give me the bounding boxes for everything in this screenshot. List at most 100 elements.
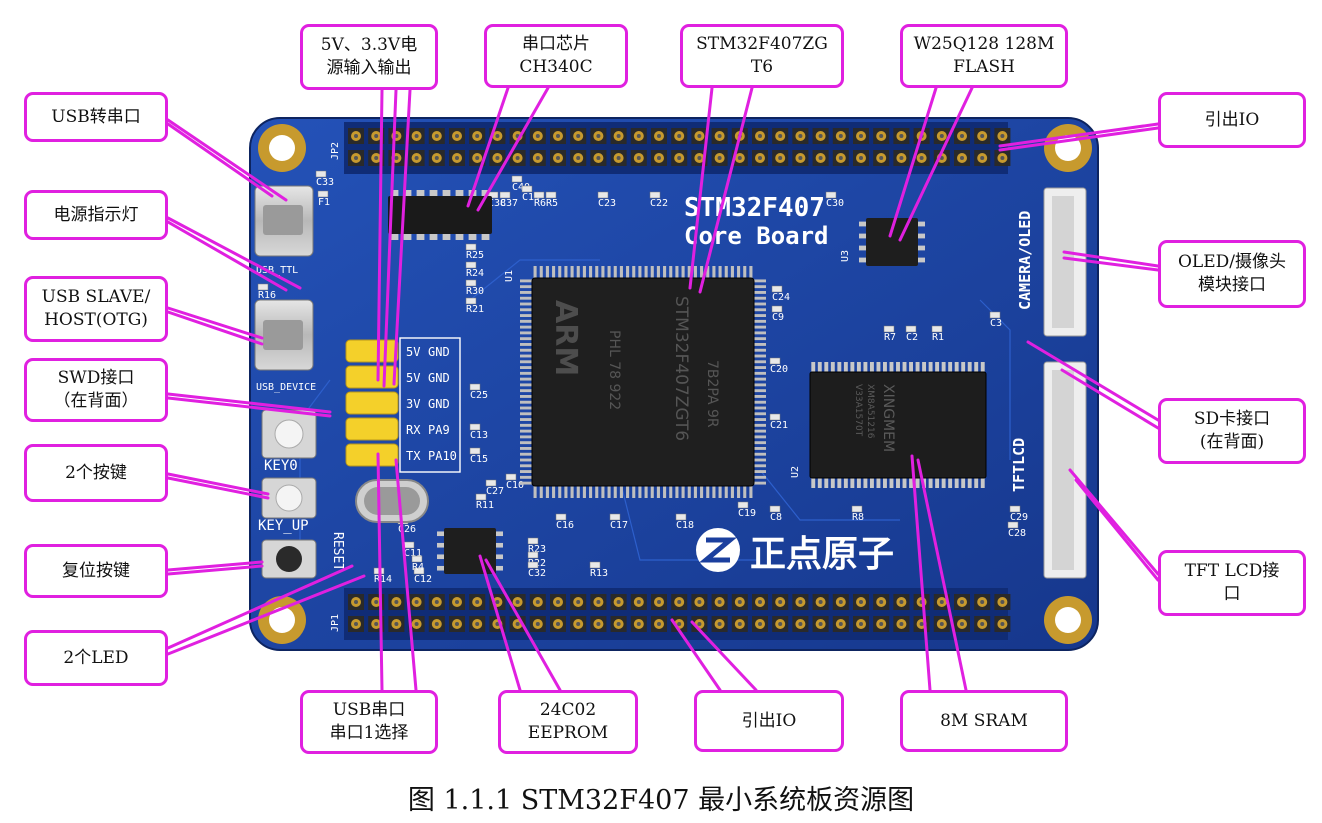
sram-chip: XINGMEM XM8A51216 V33A1570T [809,362,987,488]
board-silkscreen: USB_TTL USB_DEVICE JP2 JP1 U1 U2 U3 [256,142,851,632]
eeprom-chip [437,528,503,574]
callout-mcu: STM32F407ZG T6 [680,24,844,88]
callout-reset-key: 复位按键 [24,544,168,598]
jumper-cap [345,365,399,389]
silkscreen-label: C23 [598,198,616,209]
leader-line [688,86,714,290]
silkscreen-label: R14 [374,574,392,585]
silkscreen-label: C14 [522,192,540,203]
tftlcd-label: TFTLCD [1010,438,1028,492]
silkscreen-label: R4 [412,562,424,573]
leader-line [1026,340,1160,422]
leader-line [166,392,332,414]
leader-line [382,88,398,388]
pin-header-top [344,122,1011,174]
leader-line [166,396,332,418]
leader-line [998,122,1160,148]
silkscreen-label: C20 [770,364,788,375]
sram-code2: V33A1570T [853,384,863,437]
leader-line [916,458,968,692]
leader-line [910,454,932,692]
jumper-label-left: 3V [406,397,420,411]
leader-line [166,476,270,500]
key0-label: KEY0 [264,458,298,474]
callout-ch340: 串口芯片 CH340C [484,24,628,88]
reset-label: RESET [330,532,345,571]
leader-line [466,86,510,208]
jumper-label-right: GND [428,371,450,385]
leader-line [166,472,270,496]
silkscreen-label: R21 [466,304,484,315]
silkscreen-label: C25 [470,390,488,401]
callout-usb-serial: USB转串口 [24,92,168,142]
silkscreen-label: R25 [466,250,484,261]
leader-line [484,558,562,692]
silkscreen-label: C15 [470,454,488,465]
silkscreen-label: C13 [470,430,488,441]
leader-line [166,564,264,576]
silkscreen-label: C30 [826,198,844,209]
silkscreen-label: R23 [528,544,546,555]
leader-line [166,560,264,572]
callout-oled: OLED/摄像头 模块接口 [1158,240,1306,308]
mcu-line3: PHL 78 922 [606,330,622,410]
silkscreen-label: C10 [506,480,524,491]
silkscreen-label: R11 [476,500,494,511]
jumper-label-right: PA10 [428,449,457,463]
leader-line [1074,478,1160,582]
callout-power-io: 5V、3.3V电 源输入输出 [300,24,438,90]
silkscreen-label: C24 [772,292,790,303]
silkscreen-label: C33 [316,177,334,188]
callout-io-top: 引出IO [1158,92,1306,148]
mcu-code: 7B2PA 9R [704,360,720,428]
callout-usb-uart-sel: USB串口 串口1选择 [300,690,438,754]
arm-logo: ARM [548,300,583,376]
leader-line [476,86,550,212]
leader-line [392,88,412,386]
silkscreen-label: R13 [590,568,608,579]
callout-usb-otg: USB SLAVE/ HOST(OTG) [24,276,168,342]
usb-connectors [254,185,314,371]
u1-label: U1 [504,270,515,282]
leader-line [888,86,938,238]
jumper-cap [345,417,399,441]
leader-line [166,306,264,340]
leader-line [394,458,418,692]
callout-leader-lines [166,86,1160,692]
jumper-cap [345,391,399,415]
leader-line [166,216,302,290]
silkscreen-label: C18 [676,520,694,531]
jumper-label-left: 5V [406,345,420,359]
callout-sd: SD卡接口 (在背面) [1158,398,1306,464]
jumper-label-right: GND [428,345,450,359]
board-branding: STM32F407 Core Board 正点原子 [684,193,894,575]
board-title-line1: STM32F407 [684,193,825,223]
push-buttons: KEY0 KEY_UP RESET [258,409,345,579]
silkscreen-label: C26 [398,524,416,535]
silkscreen-label: C8 [770,512,782,523]
jp1-label: JP1 [330,614,341,632]
silkscreen-label: C22 [650,198,668,209]
silkscreen-label: R30 [466,286,484,297]
key-up-label: KEY_UP [258,518,309,534]
silkscreen-label: C9 [772,312,784,323]
silkscreen-label: C32 [528,568,546,579]
jumper-label-right: PA9 [428,423,450,437]
brand-logo: 正点原子 [750,534,894,575]
silkscreen-label: R24 [466,268,484,279]
usb-ttl-label: USB_TTL [256,265,298,276]
jumper-cap [345,339,399,363]
leader-line [376,88,384,382]
leader-line [166,220,288,292]
silkscreen-label: R16 [258,290,276,301]
jumper-label-left: RX [406,423,421,437]
silkscreen-label: C3 [990,318,1002,329]
leader-line [1060,368,1160,430]
silkscreen-label: R1 [932,332,944,343]
usb-device-label: USB_DEVICE [256,382,316,393]
silkscreen-label: C28 [1008,528,1026,539]
silkscreen-label: C16 [556,520,574,531]
stm32-mcu: ARM STM32F407ZGT6 7B2PA 9R PHL 78 922 [520,266,766,498]
